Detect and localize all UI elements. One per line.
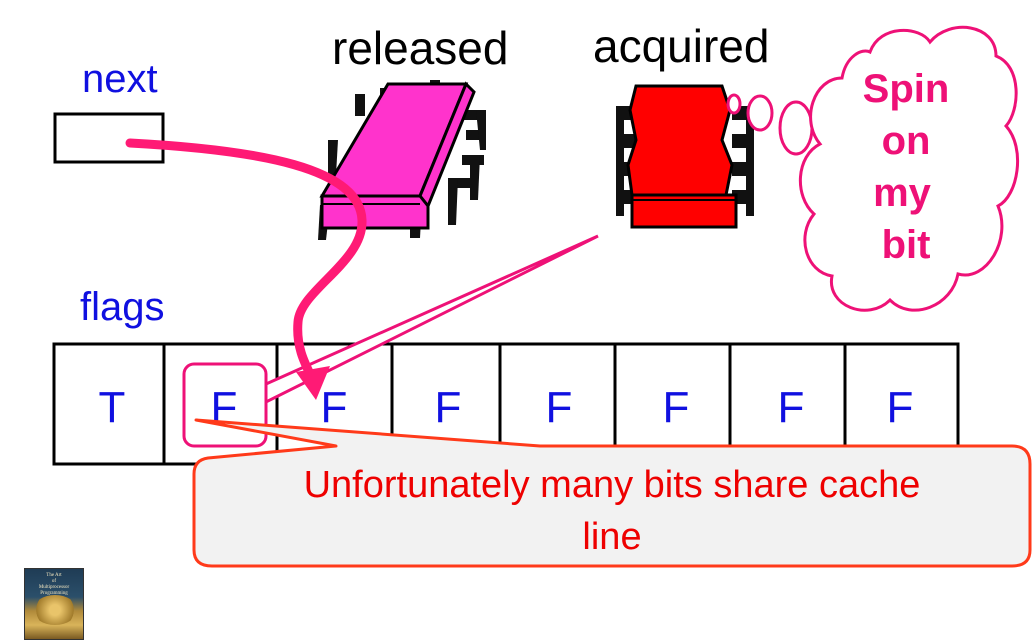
book-title-line: of (51, 579, 57, 584)
book-title-line: Programming (40, 591, 68, 596)
book-title-line: Multiprocessor (38, 585, 70, 590)
flag-cell-7: F (887, 383, 914, 432)
callout-line-2: line (582, 516, 641, 558)
released-lock-chip-icon (318, 80, 486, 240)
flag-cell-5: F (663, 383, 690, 432)
book-title-line: The Art (46, 573, 62, 578)
acquired-label: acquired (593, 20, 769, 72)
thought-line-2: on (882, 119, 931, 163)
flag-cell-6: F (778, 383, 805, 432)
cache-line-callout: Unfortunately many bits share cache line (192, 418, 1032, 568)
thought-bubble: Spin on my bit (726, 25, 1019, 312)
book-cover-art-icon (33, 595, 77, 625)
released-label: released (332, 22, 508, 74)
thought-line-1: Spin (863, 67, 950, 111)
next-label: next (82, 57, 158, 101)
flag-cell-4: F (546, 383, 573, 432)
flags-label: flags (80, 285, 165, 329)
flag-cell-0: T (99, 383, 126, 432)
flag-cell-3: F (435, 383, 462, 432)
acquired-slot-highlight (182, 362, 268, 448)
book-cover-thumbnail: The Art of Multiprocessor Programming (24, 568, 84, 640)
next-arrow (125, 138, 367, 400)
thought-line-3: my (873, 171, 932, 215)
acquired-pointer-wedge (264, 234, 599, 405)
thought-line-4: bit (882, 223, 931, 267)
callout-line-1: Unfortunately many bits share cache (304, 464, 921, 506)
next-pointer-box (53, 112, 165, 164)
flag-cell-2: F (321, 383, 348, 432)
acquired-lock-chip-icon (616, 84, 754, 229)
